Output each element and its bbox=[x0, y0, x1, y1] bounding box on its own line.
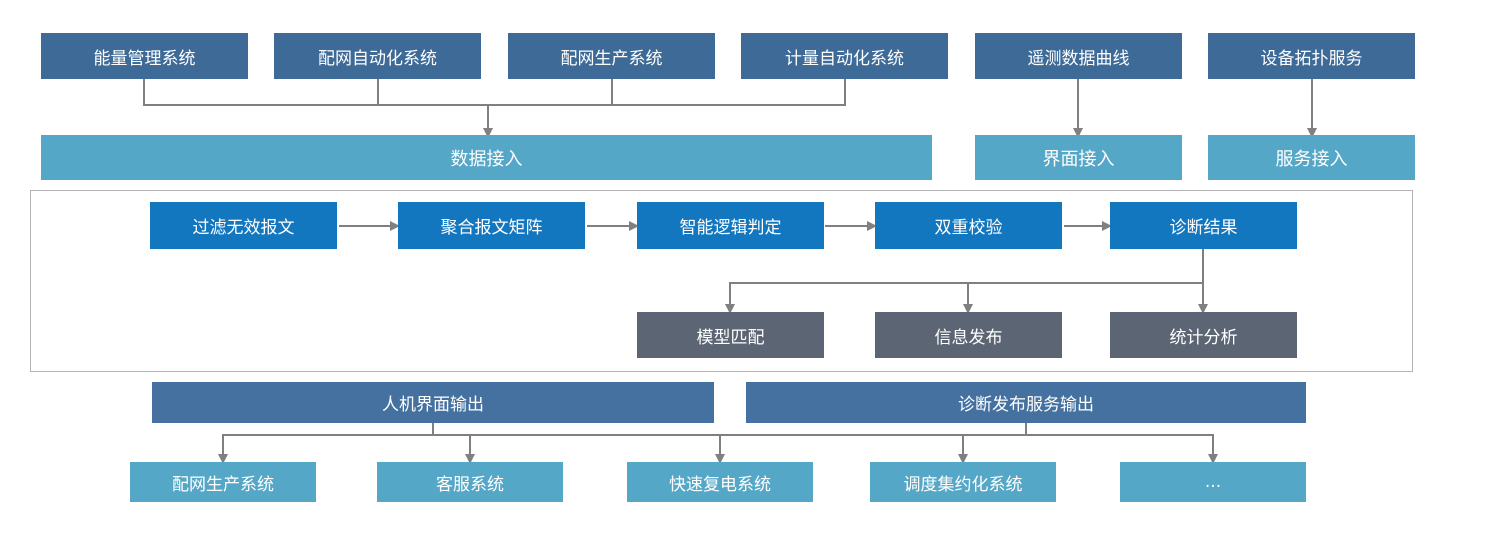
process-box: 智能逻辑判定 bbox=[637, 202, 824, 249]
ui-access-bar: 界面接入 bbox=[975, 135, 1182, 180]
target-system-box: 调度集约化系统 bbox=[870, 462, 1056, 502]
result-box: 模型匹配 bbox=[637, 312, 824, 358]
source-box: 配网生产系统 bbox=[508, 33, 715, 79]
target-system-box: 客服系统 bbox=[377, 462, 563, 502]
target-system-box: 配网生产系统 bbox=[130, 462, 316, 502]
process-box: 过滤无效报文 bbox=[150, 202, 337, 249]
source-box: 设备拓扑服务 bbox=[1208, 33, 1415, 79]
result-box: 统计分析 bbox=[1110, 312, 1297, 358]
process-box: 诊断结果 bbox=[1110, 202, 1297, 249]
arrow-wires bbox=[218, 79, 1317, 464]
process-box: 双重校验 bbox=[875, 202, 1062, 249]
diagnosis-output-bar: 诊断发布服务输出 bbox=[746, 382, 1306, 423]
source-box: 配网自动化系统 bbox=[274, 33, 481, 79]
source-box: 遥测数据曲线 bbox=[975, 33, 1182, 79]
source-box: 能量管理系统 bbox=[41, 33, 248, 79]
target-system-box: ... bbox=[1120, 462, 1306, 502]
target-system-box: 快速复电系统 bbox=[627, 462, 813, 502]
data-access-bar: 数据接入 bbox=[41, 135, 932, 180]
result-box: 信息发布 bbox=[875, 312, 1062, 358]
plain-wires bbox=[143, 79, 1214, 436]
hmi-output-bar: 人机界面输出 bbox=[152, 382, 714, 423]
source-box: 计量自动化系统 bbox=[741, 33, 948, 79]
process-box: 聚合报文矩阵 bbox=[398, 202, 585, 249]
service-access-bar: 服务接入 bbox=[1208, 135, 1415, 180]
